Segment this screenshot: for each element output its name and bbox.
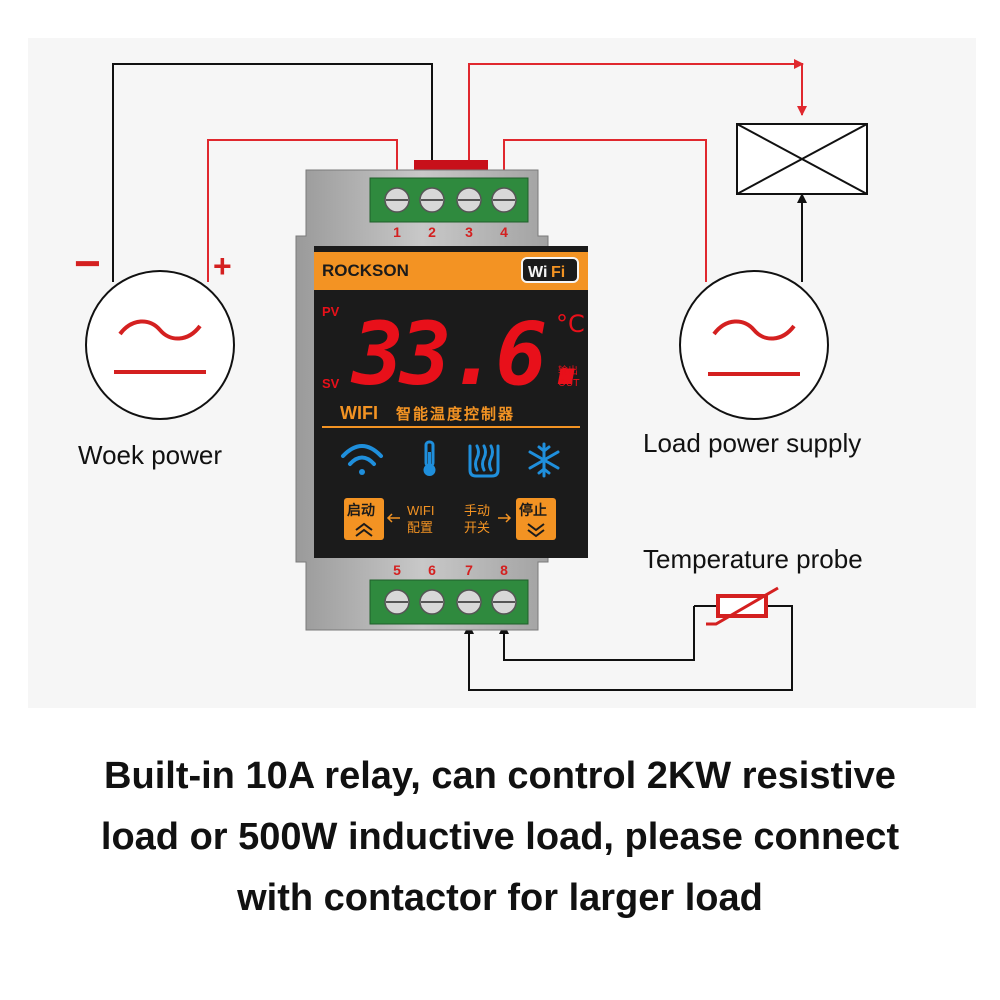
work-power-source <box>85 270 235 420</box>
snowflake-icon <box>528 442 560 478</box>
bottom-terminal-screws <box>384 589 517 615</box>
top-terminal-numbers: 1 2 3 4 <box>393 224 508 240</box>
terminal-number: 3 <box>465 224 473 240</box>
jumper-bar <box>414 160 488 172</box>
ac-wave-icon <box>712 319 796 341</box>
caption: Built-in 10A relay, can control 2KW resi… <box>40 746 960 929</box>
output-label-en: OUT <box>558 378 580 389</box>
brand-label: ROCKSON <box>322 261 409 280</box>
manual-switch-label-1: 手动 <box>464 504 490 519</box>
terminal-number: 1 <box>393 224 401 240</box>
down-chevron-icon <box>527 523 545 532</box>
terminal-number: 2 <box>428 224 436 240</box>
wire-negative-to-terminal-2 <box>112 63 437 282</box>
start-button-shape <box>344 498 384 540</box>
top-terminal-screws <box>384 187 517 213</box>
load-power-supply-label: Load power supply <box>643 428 862 458</box>
sv-label: SV <box>322 376 340 391</box>
start-button-label: 启动 <box>347 502 375 519</box>
caption-line-3: with contactor for larger load <box>237 877 763 919</box>
output-label-cn: 输出 <box>558 364 578 377</box>
load-power-source <box>679 270 829 420</box>
wifi-badge-text-fi: Fi <box>551 264 565 281</box>
heating-icon <box>468 444 500 478</box>
terminal-number: 4 <box>500 224 508 240</box>
wire-load-supply-to-terminal-4 <box>499 139 707 282</box>
model-name-cn: 智能温度控制器 <box>396 405 515 423</box>
up-chevron-icon <box>355 522 373 531</box>
manual-switch-label-2: 开关 <box>464 521 490 536</box>
terminal-number: 8 <box>500 562 508 578</box>
caption-line-2: load or 500W inductive load, please conn… <box>100 816 900 858</box>
positive-sign: + <box>213 248 232 284</box>
left-arrow-icon <box>386 513 400 523</box>
pv-label: PV <box>322 304 340 319</box>
terminal-number: 6 <box>428 562 436 578</box>
temperature-display: 33.6. <box>350 305 591 405</box>
thermometer-icon <box>423 440 436 476</box>
model-prefix: WIFI <box>340 403 378 423</box>
wifi-badge-text-wi: Wi <box>528 264 547 281</box>
wire-probe-to-terminal-7 <box>464 605 793 691</box>
ac-wave-icon <box>118 319 202 341</box>
negative-sign: − <box>74 237 101 289</box>
wifi-badge <box>521 257 579 283</box>
work-power-label: Woek power <box>78 440 223 470</box>
thermistor-icon <box>706 586 779 626</box>
wires <box>112 59 807 691</box>
load-box <box>736 123 868 195</box>
celsius-unit: °C <box>556 310 585 338</box>
stop-button-shape <box>516 498 556 540</box>
wifi-config-label-2: 配置 <box>407 521 433 536</box>
wire-probe-to-terminal-8 <box>499 606 695 661</box>
terminal-number: 5 <box>393 562 401 578</box>
wifi-config-label-1: WIFI <box>407 503 434 518</box>
stop-button-label: 停止 <box>519 502 547 519</box>
controller-device <box>295 169 588 631</box>
terminal-number: 7 <box>465 562 473 578</box>
wifi-icon <box>341 444 383 475</box>
right-arrow-icon <box>498 513 512 523</box>
temperature-probe-label: Temperature probe <box>643 544 863 574</box>
caption-line-1: Built-in 10A relay, can control 2KW resi… <box>104 755 896 797</box>
bottom-terminal-numbers: 5 6 7 8 <box>393 562 508 578</box>
wire-positive-to-terminal-1 <box>207 139 402 282</box>
